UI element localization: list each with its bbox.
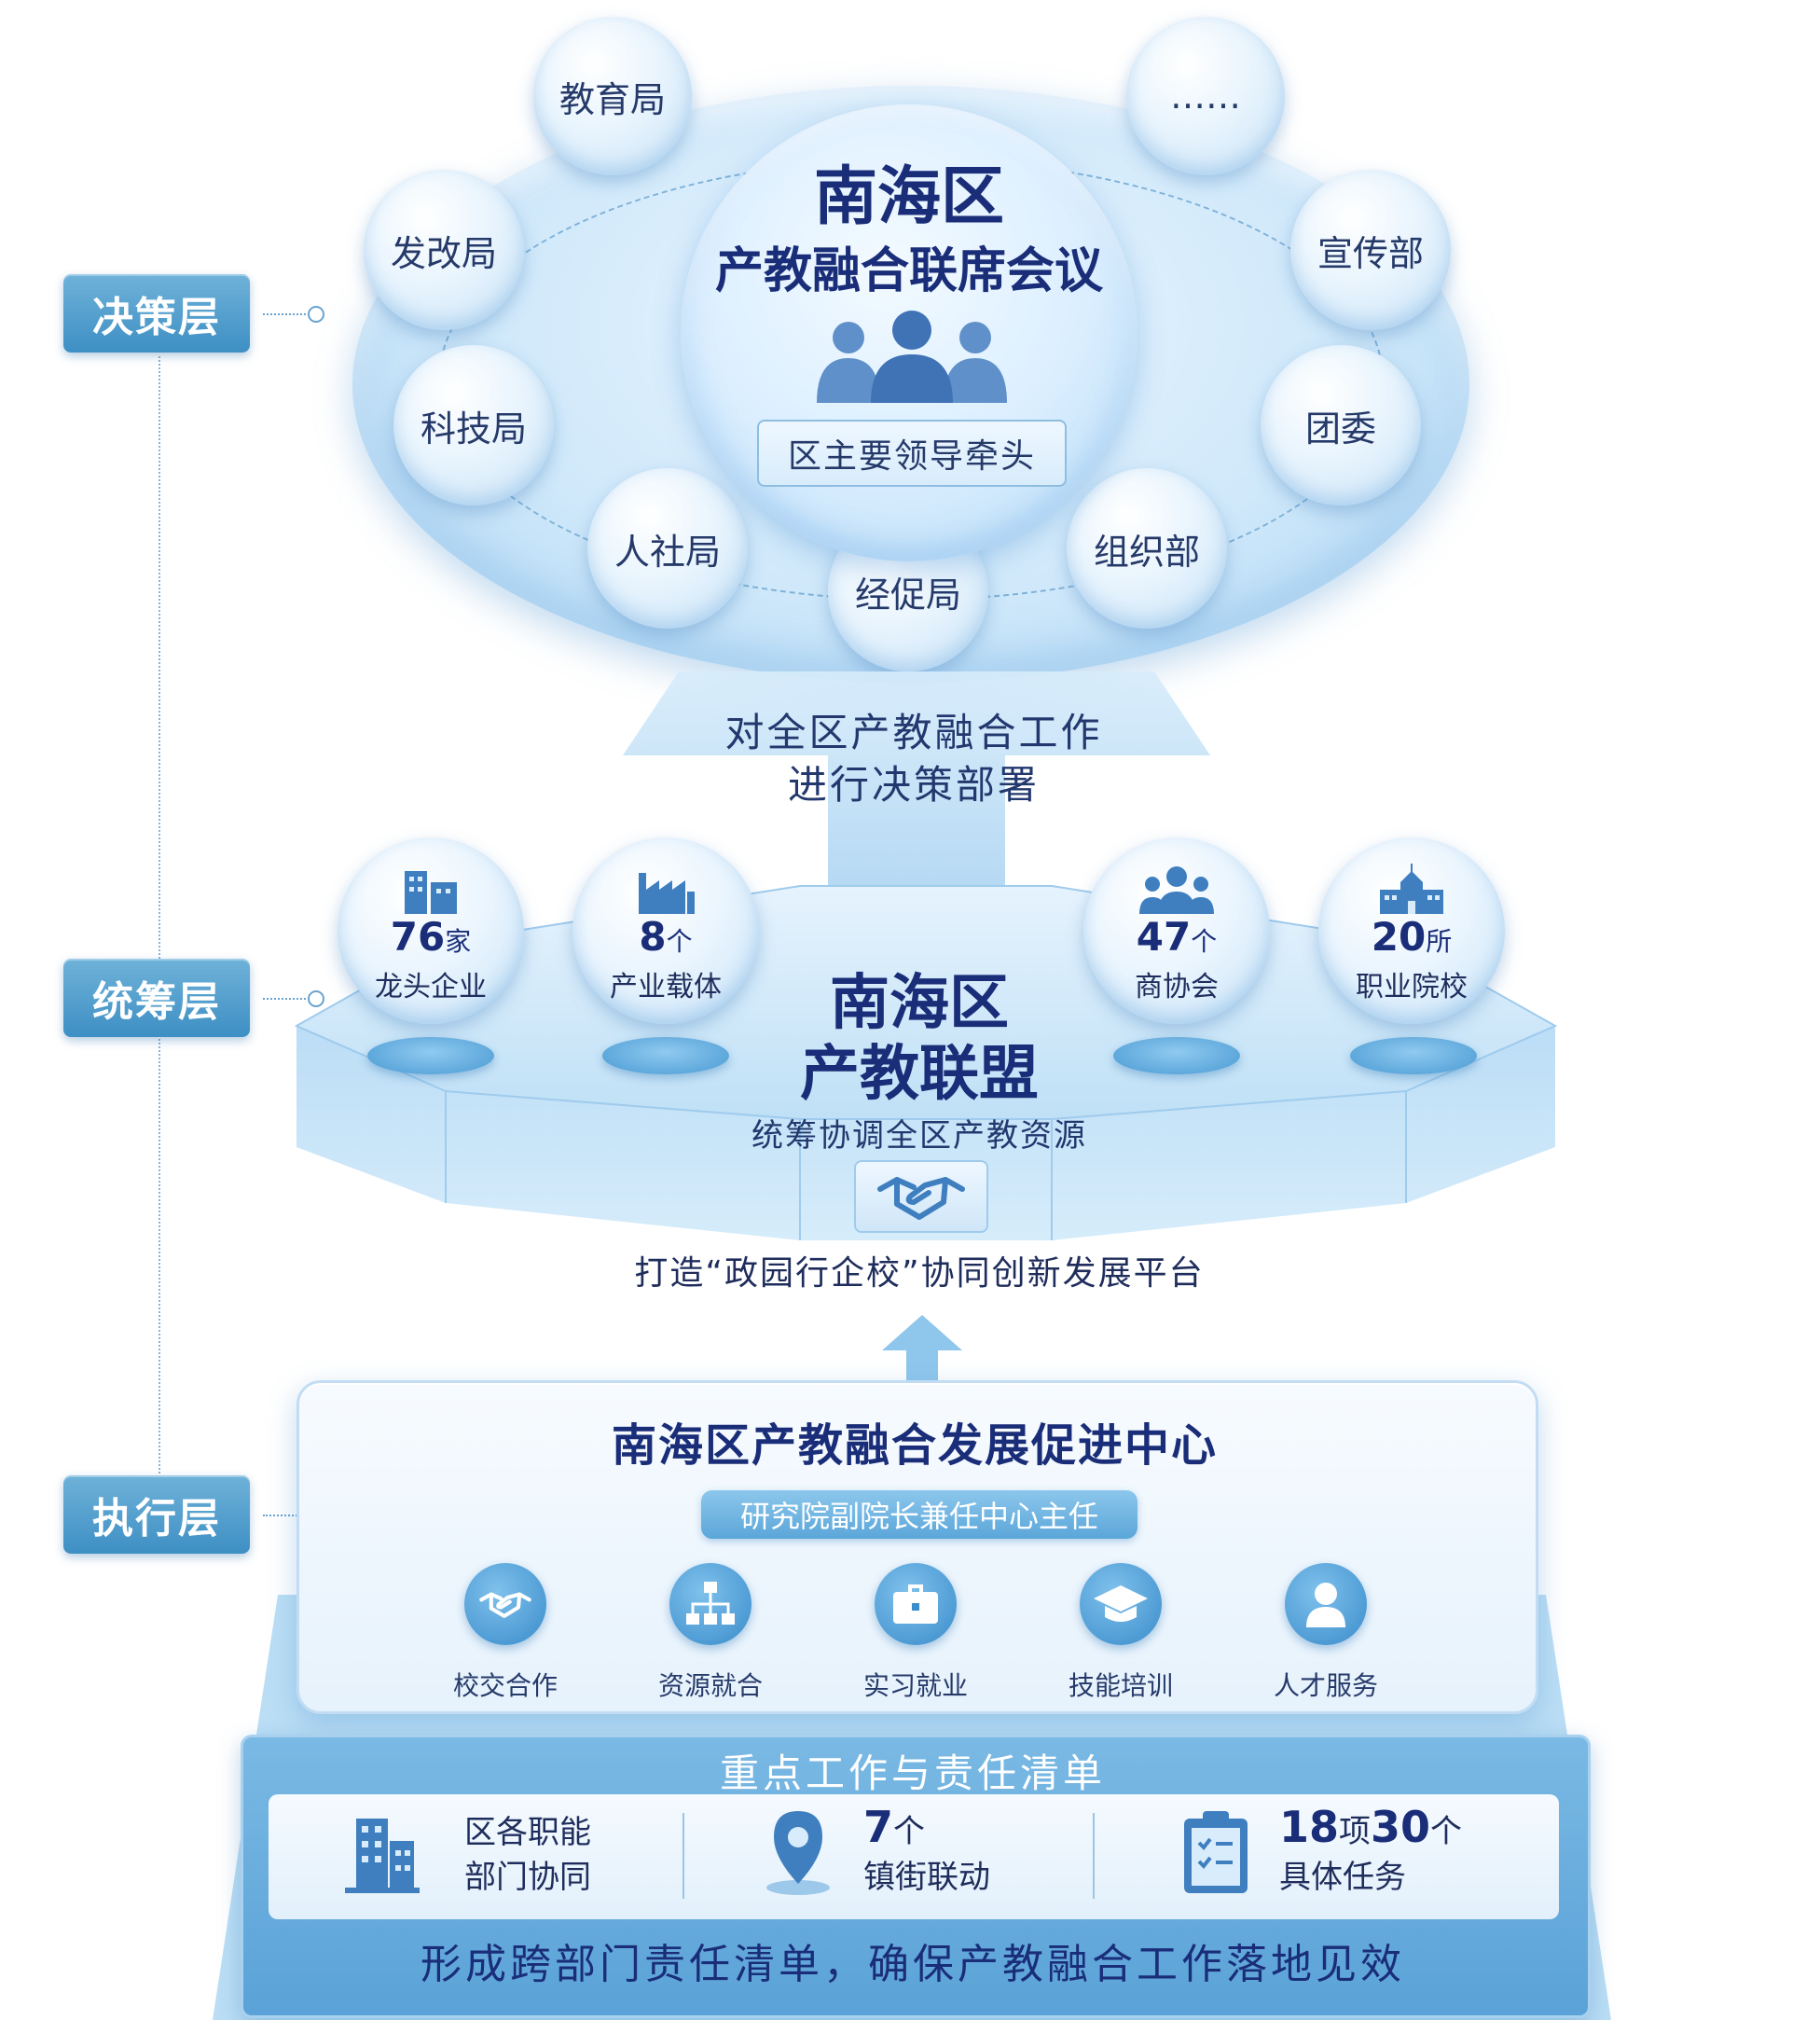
coordination-connector-ring [308,990,324,1007]
decision-arrow-text-1: 对全区产教融合工作 [724,710,1103,755]
stat-num: 47 [1136,914,1192,960]
task-label: 具体任务 [1279,1859,1406,1896]
member-bubble-publicity: 宣传部 [1290,170,1451,330]
service-talent-services: 人才服务 [1233,1563,1419,1703]
key-work-inner [269,1794,1559,1919]
stat-unit: 个 [1191,926,1218,957]
pedestal-4 [1350,1037,1477,1074]
joint-meeting-subtitle: 产教融合联席会议 [714,243,1103,299]
promotion-center-card [296,1380,1538,1714]
stat-leading-enterprises: 76家 龙头企业 [338,837,524,1024]
layer-label-coordination: 统筹层 [63,959,250,1037]
school-icon [1380,864,1443,914]
decision-connector-ring [308,306,324,323]
stat-chambers: 47个 商协会 [1083,837,1270,1024]
member-bubble-technology: 科技局 [393,345,554,505]
member-bubble-more: …… [1126,17,1285,175]
decision-arrow-text-2: 进行决策部署 [787,762,1040,808]
member-bubble-youth-league: 团委 [1261,345,1421,505]
service-label: 技能培训 [1068,1670,1173,1701]
alliance-description: 统筹协调全区产教资源 [751,1117,1087,1155]
stat-label: 职业院校 [1356,971,1468,1003]
handshake-icon [479,1592,531,1618]
divider-1 [682,1813,684,1899]
layer-label-execution: 执行层 [63,1475,250,1554]
service-label: 校交合作 [452,1670,558,1701]
stat-label: 龙头企业 [375,971,487,1003]
execution-connector [263,1515,300,1516]
pedestal-2 [602,1037,729,1074]
service-resource-integration: 资源就合 [617,1563,804,1703]
promotion-center-subtitle: 研究院副院长兼任中心主任 [701,1490,1138,1539]
building-icon [405,871,457,914]
town-linkage-label: 镇街联动 [863,1859,990,1896]
task-count-num: 30 [1371,1802,1431,1852]
joint-meeting-title: 南海区 [813,160,1004,234]
clipboard-icon [1184,1811,1248,1893]
dept-collab-line1: 区各职能 [464,1814,591,1851]
key-work-title: 重点工作与责任清单 [719,1750,1106,1796]
town-count-unit: 个 [893,1813,926,1850]
service-internship-employment: 实习就业 [822,1563,1009,1703]
item-count-unit: 项 [1339,1813,1372,1850]
stat-unit: 个 [666,926,693,957]
town-linkage-count: 7个 [863,1806,925,1853]
service-label: 人才服务 [1273,1670,1378,1701]
stat-unit: 所 [1426,926,1453,957]
briefcase-icon [893,1584,938,1624]
member-bubble-hr: 人社局 [587,468,748,629]
group-icon [1139,866,1214,914]
stat-label: 产业载体 [610,971,722,1003]
location-pin-icon [766,1811,830,1895]
service-label: 资源就合 [657,1670,763,1701]
stat-vocational-schools: 20所 职业院校 [1318,837,1505,1024]
pedestal-1 [367,1037,494,1074]
town-count-num: 7 [863,1802,894,1852]
item-count-num: 18 [1279,1802,1340,1852]
coordination-connector [263,998,310,1000]
lead-box: 区主要领导牵头 [757,420,1067,487]
layer-spine [159,356,160,1473]
handshake-icon [877,1177,965,1220]
person-icon [1306,1583,1345,1627]
stat-unit: 家 [445,926,472,957]
office-building-icon [345,1819,420,1893]
people-icon [817,311,1007,403]
key-work-footer: 形成跨部门责任清单，确保产教融合工作落地见效 [421,1941,1405,1988]
alliance-subtitle: 产教联盟 [800,1040,1039,1109]
stat-industrial-carriers: 8个 产业载体 [572,837,759,1024]
member-bubble-education: 教育局 [533,17,692,175]
decision-connector [263,313,310,315]
stat-num: 76 [390,914,446,960]
platform-slogan: 打造“政园行企校”协同创新发展平台 [634,1254,1205,1293]
factory-icon [639,873,695,914]
stat-num: 20 [1371,914,1427,960]
member-bubble-organization: 组织部 [1067,468,1227,629]
network-icon [686,1582,735,1625]
graduation-cap-icon [1094,1585,1148,1622]
task-count-unit: 个 [1430,1813,1463,1850]
handshake-badge [854,1160,988,1233]
dept-collab-line2: 部门协同 [464,1859,591,1896]
down-arrow-funnel [623,671,1210,942]
promotion-center-title: 南海区产教融合发展促进中心 [611,1419,1218,1472]
service-label: 实习就业 [862,1670,968,1701]
up-arrow [882,1315,962,1384]
divider-2 [1093,1813,1095,1899]
service-skills-training: 技能培训 [1027,1563,1214,1703]
stat-label: 商协会 [1135,971,1219,1003]
service-school-cooperation: 校交合作 [412,1563,599,1703]
member-bubble-development: 发改局 [364,170,524,330]
stat-num: 8 [639,914,667,960]
pedestal-3 [1113,1037,1240,1074]
task-count: 18项30个 [1279,1806,1462,1853]
layer-label-decision: 决策层 [63,274,250,353]
alliance-title: 南海区 [830,969,1009,1038]
